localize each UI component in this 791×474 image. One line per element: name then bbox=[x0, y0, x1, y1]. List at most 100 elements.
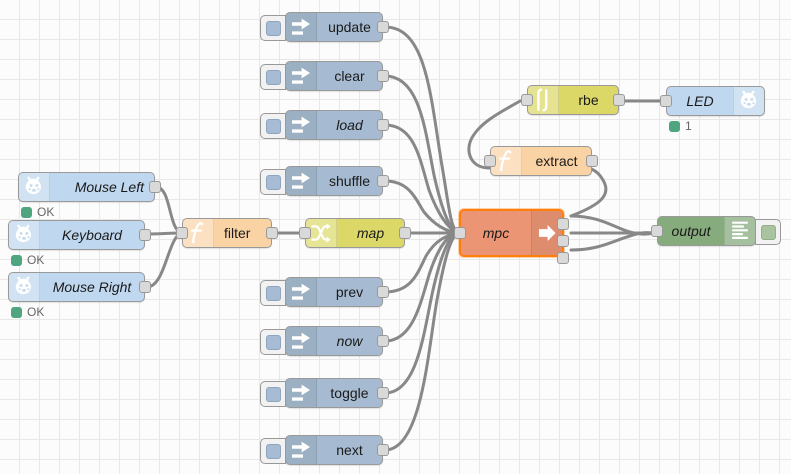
function-f-icon bbox=[183, 219, 214, 247]
inject-button-update[interactable] bbox=[260, 15, 286, 41]
node-label-mpc: mpc bbox=[482, 225, 510, 241]
input-port-rbe[interactable] bbox=[521, 94, 533, 106]
node-toggle[interactable]: toggle bbox=[260, 378, 389, 408]
node-label-led: LED bbox=[686, 93, 714, 109]
output-port-extract[interactable] bbox=[586, 155, 598, 167]
node-label-next: next bbox=[336, 442, 363, 458]
output-port-filter[interactable] bbox=[266, 227, 278, 239]
node-extract[interactable]: extract bbox=[484, 146, 598, 176]
node-prev[interactable]: prev bbox=[260, 277, 389, 307]
node-label-shuffle: shuffle bbox=[329, 173, 370, 189]
wire[interactable] bbox=[145, 231, 185, 289]
raspberry-pi-icon bbox=[733, 87, 764, 115]
wire[interactable] bbox=[383, 74, 460, 235]
output-arrow-icon bbox=[531, 211, 562, 255]
status-text: OK bbox=[27, 305, 45, 319]
node-shuffle[interactable]: shuffle bbox=[260, 166, 389, 196]
node-update[interactable]: update bbox=[260, 12, 389, 42]
node-next[interactable]: next bbox=[260, 435, 389, 465]
node-label-update: update bbox=[328, 19, 371, 35]
output-port-mouse-left[interactable] bbox=[149, 181, 161, 193]
output-port-toggle[interactable] bbox=[377, 387, 389, 399]
node-map[interactable]: map bbox=[299, 218, 411, 248]
status-text: OK bbox=[27, 253, 45, 267]
status-mouse-right: OK bbox=[11, 305, 44, 319]
status-keyboard: OK bbox=[11, 253, 44, 267]
wire[interactable] bbox=[383, 25, 460, 235]
output-port-now[interactable] bbox=[377, 335, 389, 347]
node-label-extract: extract bbox=[535, 153, 578, 169]
node-label-keyboard: Keyboard bbox=[62, 227, 122, 243]
status-text: OK bbox=[37, 205, 55, 219]
node-label-map: map bbox=[356, 225, 385, 241]
node-clear[interactable]: clear bbox=[260, 61, 389, 91]
inject-button-toggle[interactable] bbox=[260, 381, 286, 407]
output-port-next[interactable] bbox=[377, 444, 389, 456]
debug-toggle-button-output[interactable] bbox=[755, 219, 781, 245]
inject-button-next[interactable] bbox=[260, 438, 286, 464]
inject-button-clear[interactable] bbox=[260, 64, 286, 90]
output-port-keyboard[interactable] bbox=[139, 229, 151, 241]
node-filter[interactable]: filter bbox=[176, 218, 278, 248]
output-port-update[interactable] bbox=[377, 21, 389, 33]
output-port-rbe[interactable] bbox=[613, 94, 625, 106]
node-mpc[interactable]: mpc bbox=[454, 209, 569, 264]
inject-button-now[interactable] bbox=[260, 329, 286, 355]
node-rbe[interactable]: rbe bbox=[521, 85, 625, 115]
inject-arrow-icon bbox=[286, 379, 317, 407]
node-now[interactable]: now bbox=[260, 326, 389, 356]
wire[interactable] bbox=[383, 231, 460, 395]
inject-arrow-icon bbox=[286, 111, 317, 139]
inject-arrow-icon bbox=[286, 278, 317, 306]
inject-button-shuffle[interactable] bbox=[260, 169, 286, 195]
wire[interactable] bbox=[383, 123, 460, 235]
output-port-mpc-2[interactable] bbox=[557, 235, 569, 247]
output-port-shuffle[interactable] bbox=[377, 175, 389, 187]
node-label-rbe: rbe bbox=[578, 92, 599, 108]
wire[interactable] bbox=[569, 231, 658, 252]
wire[interactable] bbox=[383, 231, 460, 343]
raspberry-pi-icon bbox=[9, 221, 40, 249]
inject-button-prev[interactable] bbox=[260, 280, 286, 306]
output-port-prev[interactable] bbox=[377, 286, 389, 298]
node-led[interactable]: LED 1 bbox=[660, 86, 765, 133]
input-port-output[interactable] bbox=[651, 225, 663, 237]
input-port-extract[interactable] bbox=[484, 155, 496, 167]
debug-lines-icon bbox=[724, 217, 755, 245]
inject-arrow-icon bbox=[286, 62, 317, 90]
wire[interactable] bbox=[383, 231, 460, 452]
rbe-step-icon bbox=[528, 86, 559, 114]
node-label-mouse-right: Mouse Right bbox=[52, 279, 132, 295]
status-led: 1 bbox=[669, 119, 692, 133]
node-label-filter: filter bbox=[224, 225, 251, 241]
inject-arrow-icon bbox=[286, 13, 317, 41]
output-port-mpc-3[interactable] bbox=[557, 252, 569, 264]
status-mouse-left: OK bbox=[21, 205, 54, 219]
status-text: 1 bbox=[685, 119, 692, 133]
output-port-mpc-1[interactable] bbox=[557, 218, 569, 230]
node-label-prev: prev bbox=[335, 284, 364, 300]
status-dot-icon bbox=[669, 120, 680, 132]
input-port-mpc[interactable] bbox=[454, 227, 466, 239]
node-label-output: output bbox=[671, 223, 711, 239]
function-f-icon bbox=[491, 147, 522, 175]
input-port-map[interactable] bbox=[299, 227, 311, 239]
output-port-map[interactable] bbox=[399, 227, 411, 239]
node-label-mouse-left: Mouse Left bbox=[74, 179, 144, 195]
input-port-led[interactable] bbox=[660, 95, 672, 107]
node-output[interactable]: output bbox=[651, 216, 781, 246]
output-port-mouse-right[interactable] bbox=[139, 281, 151, 293]
node-load[interactable]: load bbox=[260, 110, 389, 140]
node-label-toggle: toggle bbox=[330, 385, 369, 401]
input-port-filter[interactable] bbox=[176, 227, 188, 239]
output-port-load[interactable] bbox=[377, 119, 389, 131]
inject-button-load[interactable] bbox=[260, 113, 286, 139]
output-port-clear[interactable] bbox=[377, 70, 389, 82]
status-dot-icon bbox=[21, 206, 32, 218]
wire[interactable] bbox=[569, 214, 658, 236]
node-label-now: now bbox=[336, 333, 363, 349]
